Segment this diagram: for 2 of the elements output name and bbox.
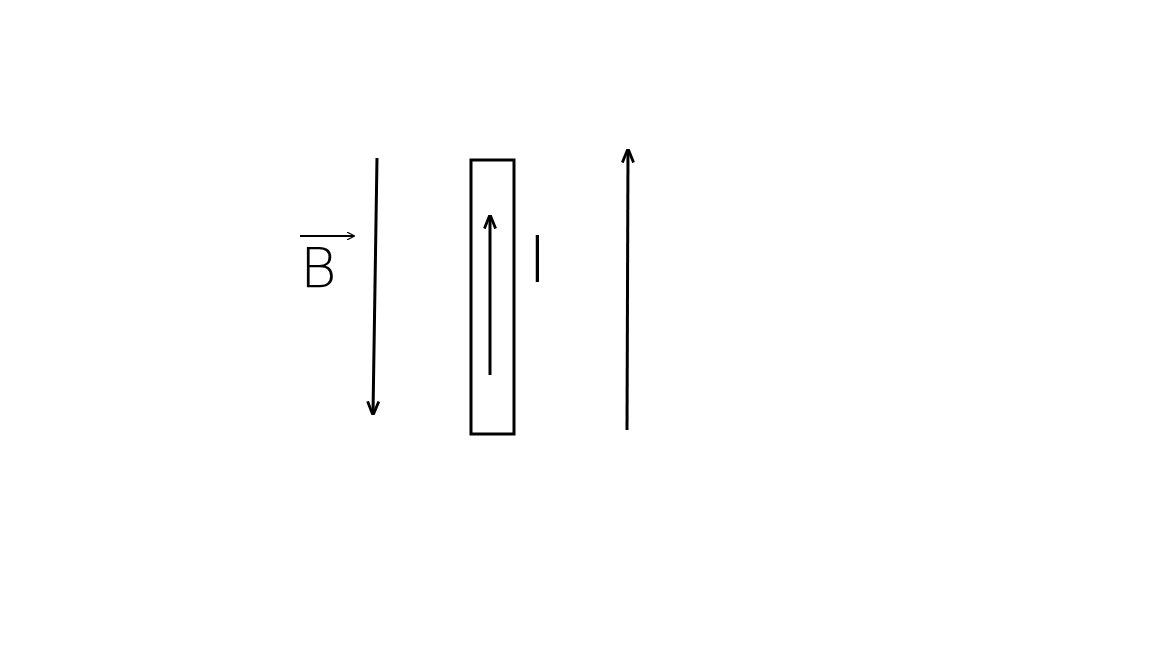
current-symbol: I: [528, 228, 547, 292]
field-symbol: B: [300, 240, 337, 296]
